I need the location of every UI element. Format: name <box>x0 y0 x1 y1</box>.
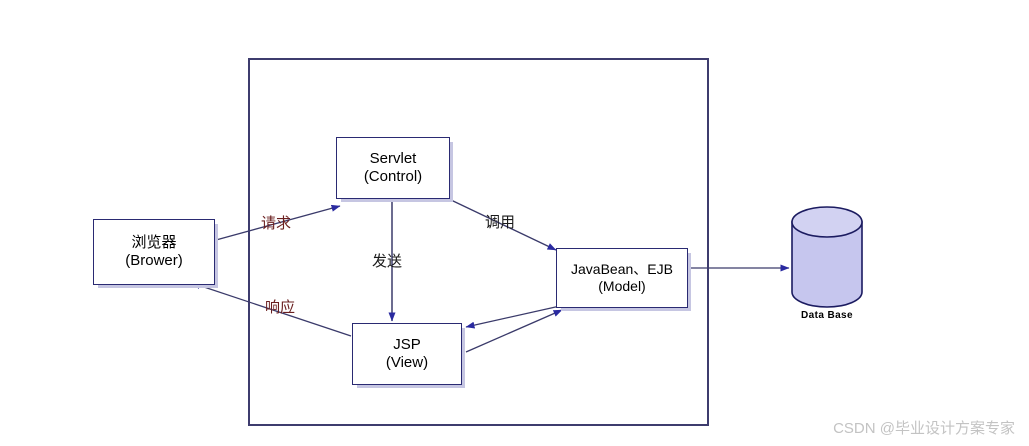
node-jsp-line1: JSP <box>393 335 421 353</box>
edge-label-invoke: 调用 <box>485 214 516 231</box>
edge-jsp-to-model <box>465 309 563 353</box>
node-jsp-line2: (View) <box>385 354 429 371</box>
edge-label-request: 请求 <box>261 215 292 232</box>
node-servlet-line1: Servlet <box>369 149 417 167</box>
node-browser-line1: 浏览器 <box>131 233 177 251</box>
node-servlet-line2: (Control) <box>363 168 423 185</box>
edge-label-send: 发送 <box>372 253 403 270</box>
database-node[interactable]: Data Base <box>791 206 865 331</box>
edge-label-response: 响应 <box>265 299 296 316</box>
node-model-line2: (Model) <box>598 278 646 294</box>
node-jsp[interactable]: JSP (View) <box>352 323 462 385</box>
edge-request <box>215 204 341 241</box>
node-model-line1: JavaBean、EJB <box>571 260 673 277</box>
watermark-text: CSDN @毕业设计方案专家 <box>833 420 1015 437</box>
database-cylinder-icon <box>791 206 863 308</box>
edge-model-to-jsp <box>465 305 561 329</box>
database-label: Data Base <box>801 310 853 321</box>
edge-invoke <box>450 199 557 251</box>
web-container-rectangle <box>248 58 709 426</box>
edge-response <box>191 282 352 337</box>
node-browser-line2: (Brower) <box>125 252 183 269</box>
node-browser[interactable]: 浏览器 (Brower) <box>93 219 215 285</box>
node-servlet[interactable]: Servlet (Control) <box>336 137 450 199</box>
node-model[interactable]: JavaBean、EJB (Model) <box>556 248 688 308</box>
